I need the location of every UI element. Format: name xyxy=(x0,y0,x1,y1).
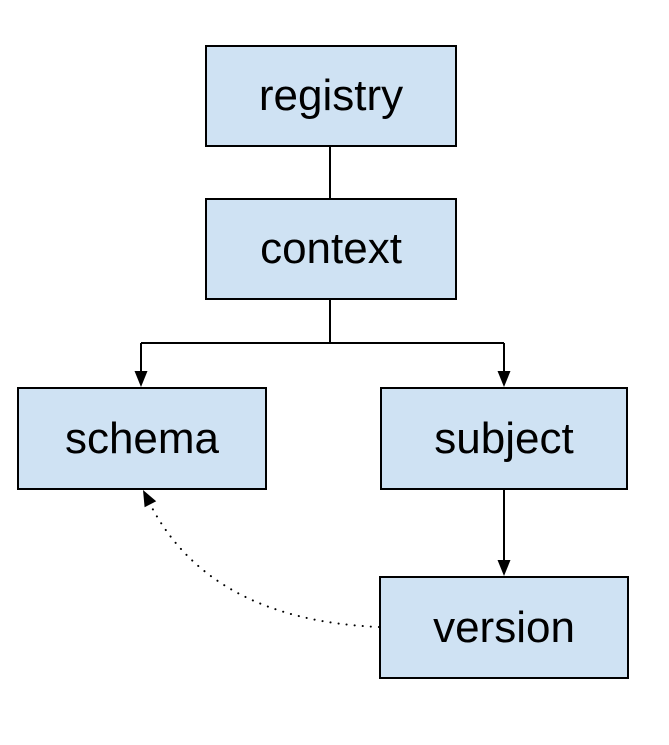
arrowhead-context-schema xyxy=(134,371,148,387)
arrowhead-context-subject xyxy=(497,371,511,387)
node-subject-label: subject xyxy=(434,413,574,463)
node-subject: subject xyxy=(380,387,628,490)
node-version: version xyxy=(379,576,629,679)
node-registry: registry xyxy=(205,45,457,147)
arrowhead-version-schema xyxy=(143,490,157,508)
arrowhead-subject-version xyxy=(497,560,511,576)
node-registry-label: registry xyxy=(258,71,404,120)
node-context-label: context xyxy=(260,224,402,273)
node-schema-label: schema xyxy=(64,413,220,463)
node-schema: schema xyxy=(17,387,267,490)
edge-version-schema-dotted xyxy=(149,503,380,628)
node-context: context xyxy=(205,198,457,300)
node-version-label: version xyxy=(433,602,575,652)
